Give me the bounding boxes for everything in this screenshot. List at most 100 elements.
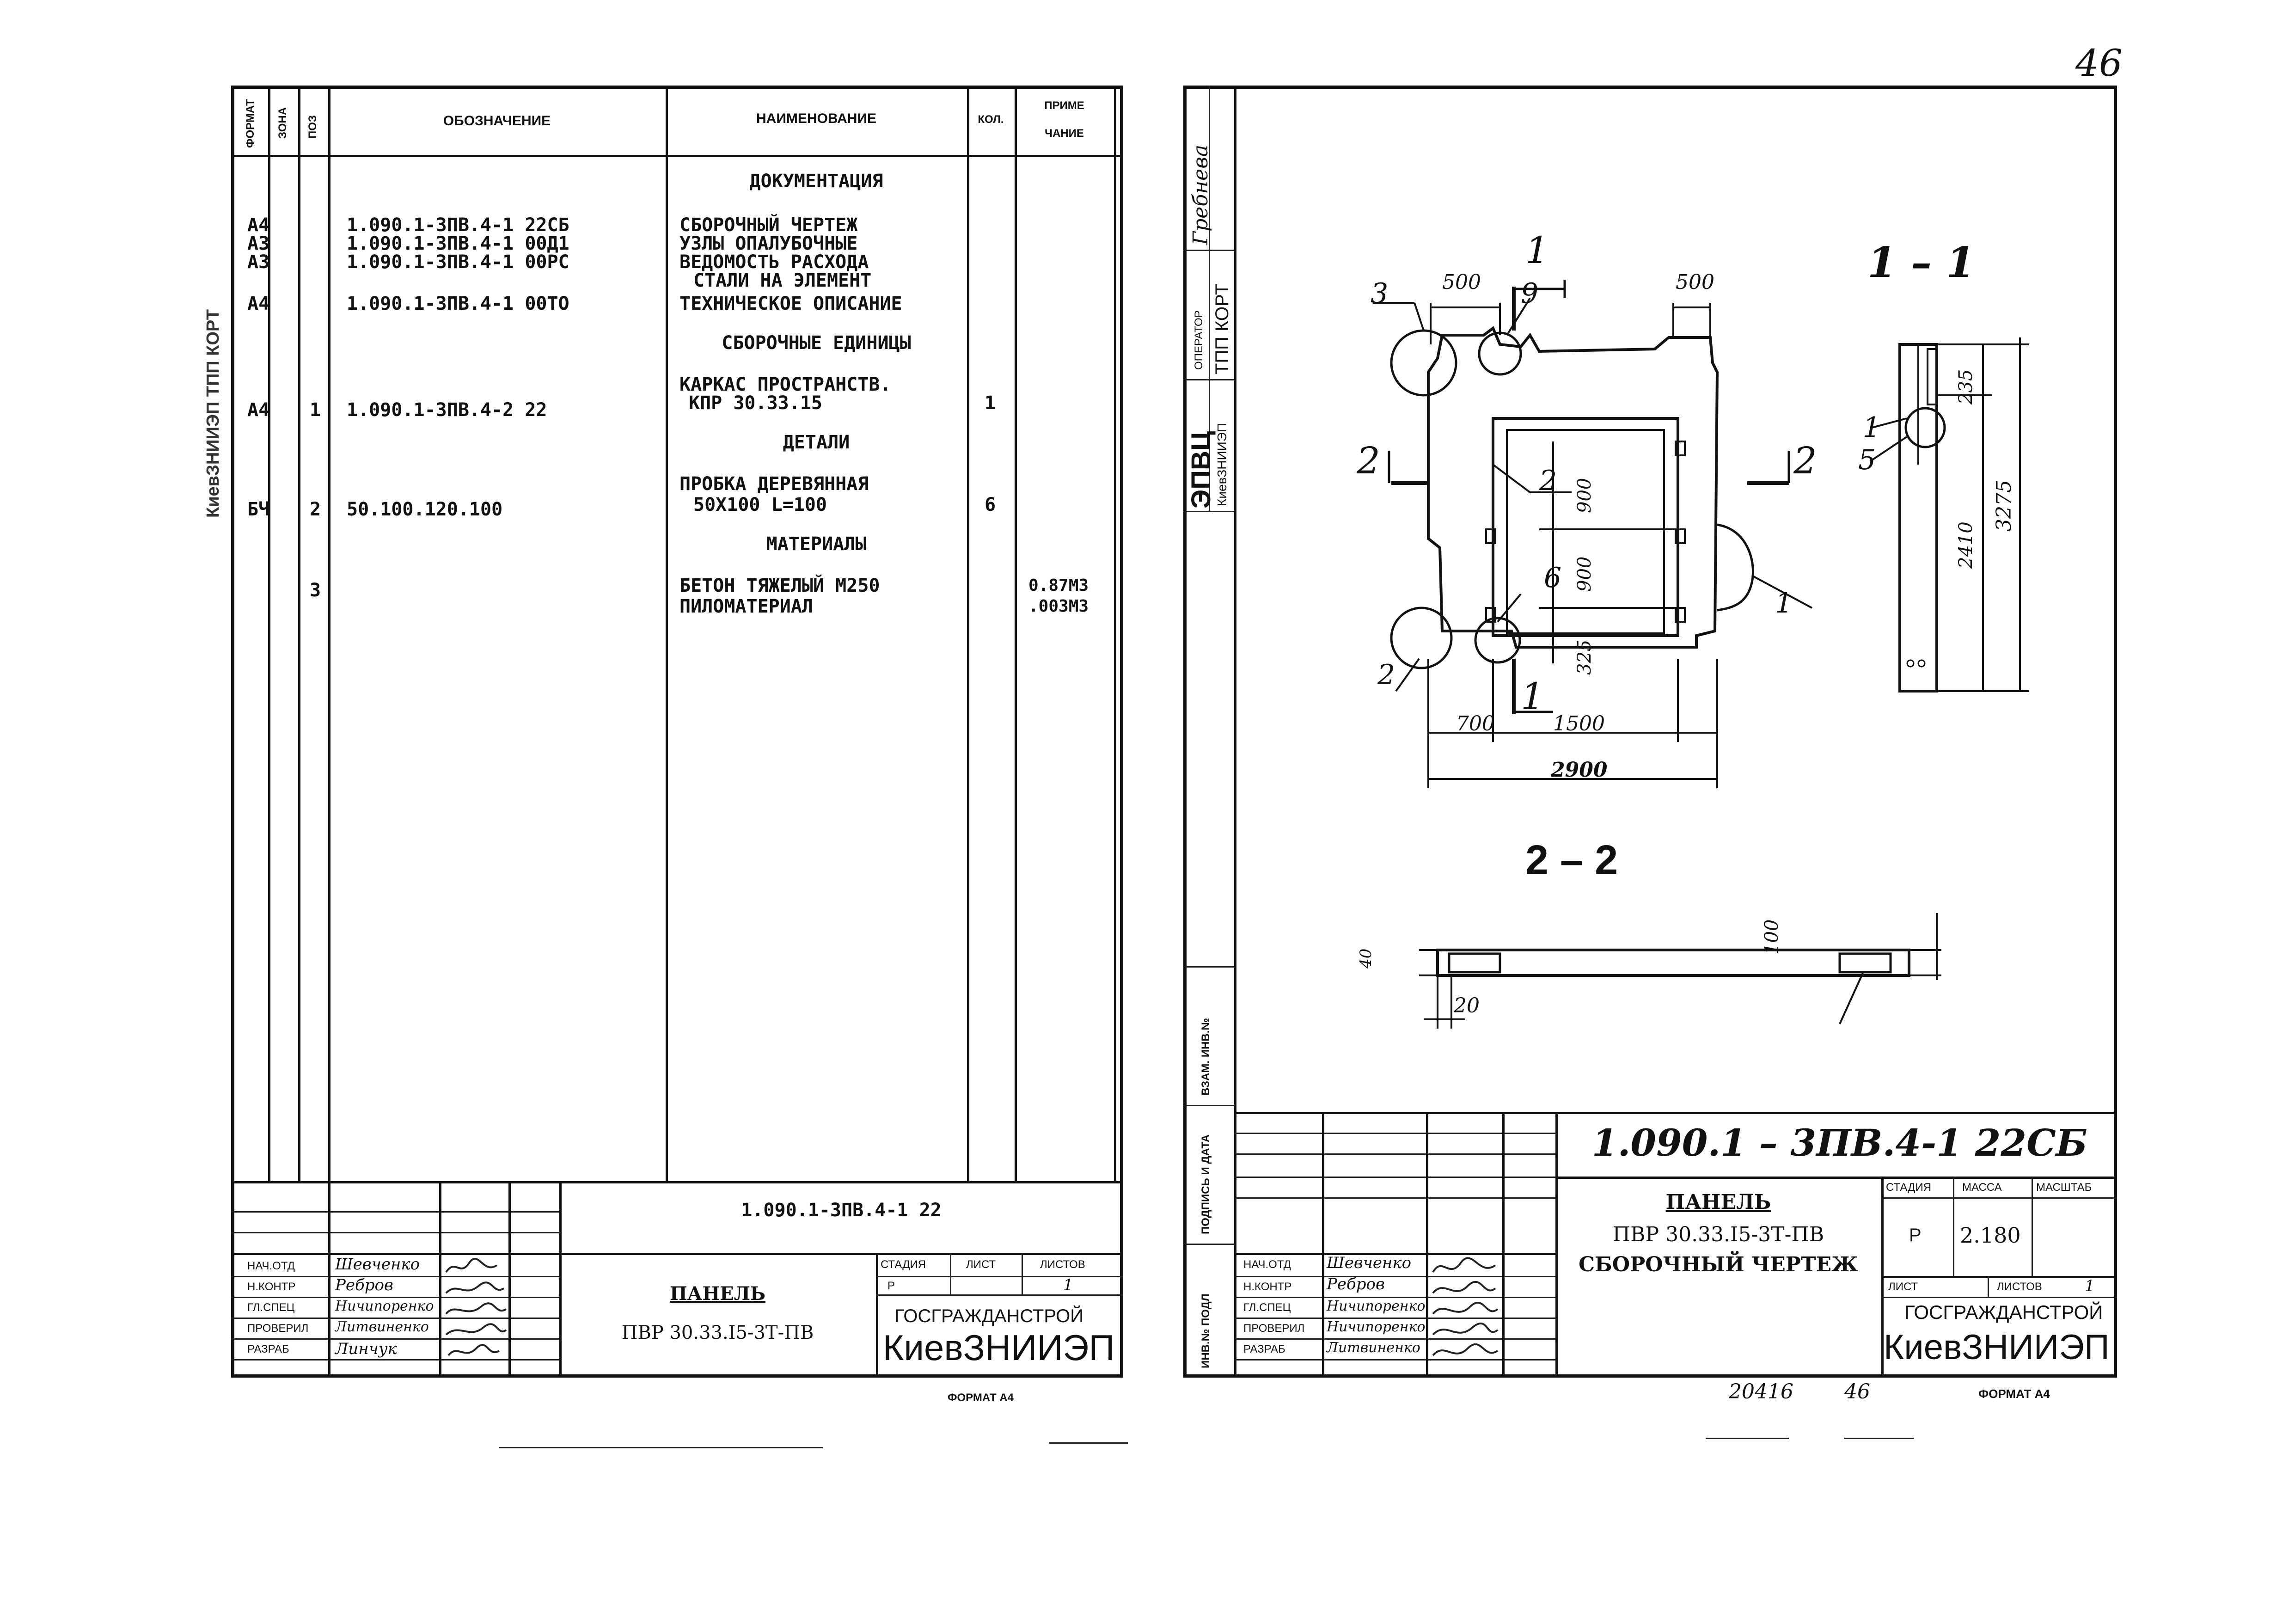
left-name-2: Ничипоренко — [335, 1298, 434, 1314]
left-tb-stage-label: СТАДИЯ — [881, 1258, 926, 1271]
callout-pos-9: 9 — [1521, 277, 1539, 310]
section-2-title: 2 – 2 — [1525, 837, 1618, 883]
header-note-1: ПРИМЕ — [1044, 99, 1084, 112]
right-name-2: Ничипоренко — [1327, 1298, 1426, 1314]
left-frame — [231, 86, 1123, 1378]
left-tb-org-2: КиевЗНИИЭП — [883, 1327, 1115, 1368]
assembly-drawing — [1373, 280, 2029, 1029]
right-margin-sign-date: ПОДПИСЬ И ДАТА — [1200, 1134, 1212, 1234]
dim-3275: 3275 — [1992, 480, 2016, 532]
dim-900-lower: 900 — [1574, 556, 1595, 592]
left-role-0: НАЧ.ОТД — [247, 1260, 295, 1272]
section-2-2-profile — [1436, 949, 1910, 977]
section-1-title: 1 – 1 — [1867, 238, 1975, 287]
header-note-2: ЧАНИЕ — [1045, 127, 1084, 140]
right-role-3: ПРОВЕРИЛ — [1243, 1322, 1305, 1335]
dim-500-left: 500 — [1442, 270, 1481, 294]
right-margin-inv: ИНВ.№ ПОДЛ — [1200, 1293, 1212, 1368]
left-margin-stamp: КиевЗНИИЭП ТПП КОРТ — [203, 309, 223, 518]
right-tb-subtitle: ПВР 30.33.I5-3Т-ПВ — [1612, 1223, 1824, 1246]
header-name: НАИМЕНОВАНИЕ — [756, 111, 876, 126]
right-tb-sheets: 1 — [2085, 1277, 2095, 1295]
right-name-0: Шевченко — [1327, 1254, 1412, 1272]
left-tb-stage: Р — [887, 1280, 895, 1292]
dim-700: 700 — [1456, 712, 1495, 735]
footer-page: 46 — [1844, 1380, 1870, 1403]
section-details: ДЕТАЛИ — [783, 432, 850, 453]
left-role-3: ПРОВЕРИЛ — [247, 1322, 309, 1335]
dim-20: 20 — [1454, 994, 1480, 1017]
callout-pos-2-node: 2 — [1377, 659, 1395, 691]
right-role-0: НАЧ.ОТД — [1243, 1258, 1291, 1271]
detail-circle-6 — [1474, 617, 1521, 664]
left-signatures — [445, 1257, 507, 1356]
left-name-0: Шевченко — [335, 1255, 420, 1274]
right-format-note: ФОРМАТ А4 — [1978, 1387, 2050, 1401]
right-tb-stage-label: СТАДИЯ — [1886, 1181, 1932, 1194]
right-tb-stage: Р — [1909, 1225, 1922, 1245]
right-tb-mass: 2.180 — [1960, 1223, 2021, 1248]
dim-1500: 1500 — [1553, 712, 1605, 735]
callout-section-1-top: 1 — [1525, 229, 1549, 272]
dim-235: 235 — [1955, 369, 1977, 404]
callout-pos-2-plug: 2 — [1539, 465, 1557, 497]
header-designation: ОБОЗНАЧЕНИЕ — [443, 113, 551, 129]
section-documentation: ДОКУМЕНТАЦИЯ — [749, 171, 883, 192]
right-name-4: Литвиненко — [1327, 1340, 1420, 1356]
left-name-3: Литвиненко — [335, 1319, 429, 1335]
dim-900-upper: 900 — [1574, 478, 1595, 513]
left-role-4: РАЗРАБ — [247, 1343, 289, 1355]
callout-pos-1-frame: 1 — [1775, 587, 1793, 619]
left-name-4: Линчук — [335, 1340, 397, 1358]
right-role-1: Н.КОНТР — [1243, 1281, 1292, 1293]
right-tb-scale-label: МАСШТАБ — [2036, 1181, 2092, 1194]
detail-circle-3 — [1390, 329, 1457, 397]
header-pos: ПОЗ — [306, 115, 319, 139]
detail-circle-9 — [1478, 331, 1522, 376]
dim-2410: 2410 — [1955, 521, 1977, 569]
left-name-1: Ребров — [335, 1276, 393, 1294]
dim-325: 325 — [1574, 639, 1595, 675]
right-margin-operator-name: Гребнева — [1189, 144, 1212, 245]
right-tb-org-1: ГОСГРАЖДАНСТРОЙ — [1904, 1301, 2103, 1323]
dim-500-right: 500 — [1676, 270, 1714, 294]
right-tb-sheet-label: ЛИСТ — [1888, 1281, 1918, 1293]
window-opening — [1492, 417, 1679, 637]
section-materials: МАТЕРИАЛЫ — [766, 533, 867, 555]
right-margin-tpp: ТПП КОРТ — [1212, 283, 1232, 374]
section-assembly-units: СБОРОЧНЫЕ ЕДИНИЦЫ — [722, 332, 911, 354]
detail-circle-2 — [1390, 607, 1453, 669]
page-number: 46 — [2075, 42, 2123, 85]
right-frame — [1183, 86, 2117, 1378]
right-tb-org-2: КиевЗНИИЭП — [1884, 1328, 2110, 1367]
dim-2900: 2900 — [1551, 758, 1608, 782]
right-tb-mass-label: МАССА — [1962, 1181, 2002, 1194]
left-tb-sheets-label: ЛИСТОВ — [1040, 1258, 1085, 1271]
footer-number: 20416 — [1729, 1380, 1793, 1403]
left-tb-title: ПАНЕЛЬ — [669, 1283, 765, 1305]
right-tb-title: ПАНЕЛЬ — [1665, 1190, 1771, 1214]
right-signatures — [1432, 1257, 1499, 1356]
dim-100: 100 — [1761, 919, 1782, 955]
header-zone: ЗОНА — [276, 107, 289, 139]
right-role-2: ГЛ.СПЕЦ — [1243, 1301, 1291, 1314]
callout-pos-6: 6 — [1544, 562, 1562, 594]
left-tb-code: 1.090.1-3ПВ.4-1 22 — [741, 1200, 942, 1221]
callout-pos-5: 5 — [1858, 444, 1876, 476]
right-margin-vzam: ВЗАМ. ИНВ.№ — [1200, 1017, 1212, 1096]
right-tb-sheets-label: ЛИСТОВ — [1997, 1281, 2042, 1293]
left-tb-sheet-label: ЛИСТ — [966, 1258, 996, 1271]
callout-pos-3: 3 — [1371, 277, 1389, 310]
left-tb-sheets: 1 — [1063, 1276, 1073, 1294]
right-name-1: Ребров — [1327, 1275, 1385, 1293]
panel-outline — [1427, 326, 1719, 649]
callout-section-2-left: 2 — [1357, 439, 1380, 482]
callout-pos-1-side: 1 — [1863, 411, 1881, 444]
right-margin-operator: ОПЕРАТОР — [1193, 310, 1205, 370]
right-margin-epvc: ЭПВЦ — [1186, 431, 1216, 509]
header-format: ФОРМАТ — [244, 99, 257, 148]
left-tb-org-1: ГОСГРАЖДАНСТРОЙ — [894, 1306, 1084, 1326]
left-format-note: ФОРМАТ А4 — [948, 1391, 1014, 1404]
right-role-4: РАЗРАБ — [1243, 1343, 1285, 1355]
right-tb-code: 1.090.1 – 3ПВ.4-1 22СБ — [1591, 1121, 2088, 1164]
